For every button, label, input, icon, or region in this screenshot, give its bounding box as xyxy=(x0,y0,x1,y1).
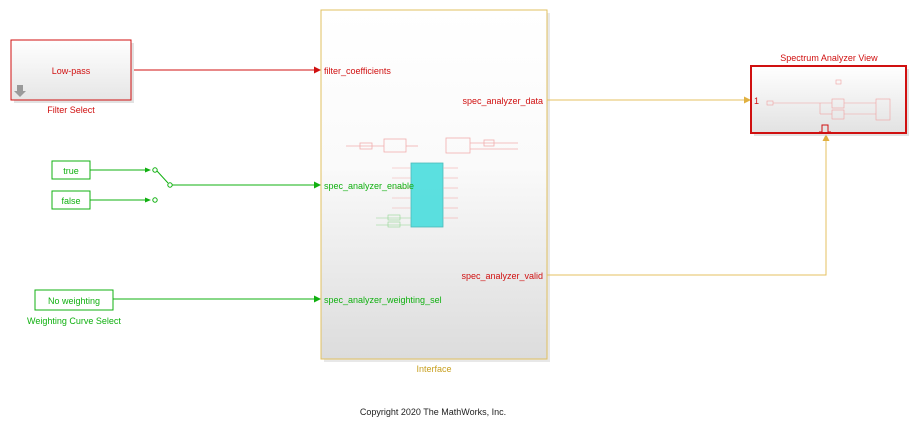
interface-input-filter-coefficients: filter_coefficients xyxy=(324,66,391,76)
arrow-data xyxy=(744,96,751,104)
constant-false-label: false xyxy=(61,196,80,206)
arrow-enable xyxy=(314,181,321,189)
spectrum-analyzer-title: Spectrum Analyzer View xyxy=(780,53,878,63)
down-arrow-icon xyxy=(14,85,26,97)
copyright-text: Copyright 2020 The MathWorks, Inc. xyxy=(360,407,506,417)
arrow-true xyxy=(145,167,151,173)
filter-select-caption: Filter Select xyxy=(47,105,95,115)
interface-subsystem[interactable]: filter_coefficients spec_analyzer_enable… xyxy=(320,9,550,374)
signal-line-valid xyxy=(547,141,827,276)
weighting-curve-select-block[interactable]: No weighting Weighting Curve Select xyxy=(27,289,121,326)
pulse-icon xyxy=(819,124,831,133)
filter-select-value: Low-pass xyxy=(52,66,91,76)
weighting-curve-select-caption: Weighting Curve Select xyxy=(27,316,121,326)
interface-output-spec-analyzer-valid: spec_analyzer_valid xyxy=(461,271,543,281)
interface-internal-preview xyxy=(346,137,518,228)
manual-switch-icon[interactable] xyxy=(152,167,173,203)
arrow-false xyxy=(145,197,151,203)
arrow-weighting xyxy=(314,295,321,303)
interface-input-spec-analyzer-enable: spec_analyzer_enable xyxy=(324,181,414,191)
constant-true-label: true xyxy=(63,166,79,176)
spectrum-internal-preview xyxy=(766,79,891,121)
interface-output-spec-analyzer-data: spec_analyzer_data xyxy=(462,96,543,106)
constant-true-block[interactable]: true xyxy=(51,160,91,180)
internal-core-block xyxy=(410,162,444,228)
spectrum-analyzer-view-block[interactable]: Spectrum Analyzer View 1 xyxy=(750,53,909,136)
arrow-valid xyxy=(822,134,830,141)
weighting-curve-select-value: No weighting xyxy=(48,296,100,306)
constant-false-block[interactable]: false xyxy=(51,190,91,210)
spectrum-port-number: 1 xyxy=(754,96,759,106)
interface-caption: Interface xyxy=(416,364,451,374)
filter-select-block[interactable]: Low-pass Filter Select xyxy=(10,39,134,115)
interface-input-spec-analyzer-weighting-sel: spec_analyzer_weighting_sel xyxy=(324,295,442,305)
arrow-filter xyxy=(314,66,321,74)
